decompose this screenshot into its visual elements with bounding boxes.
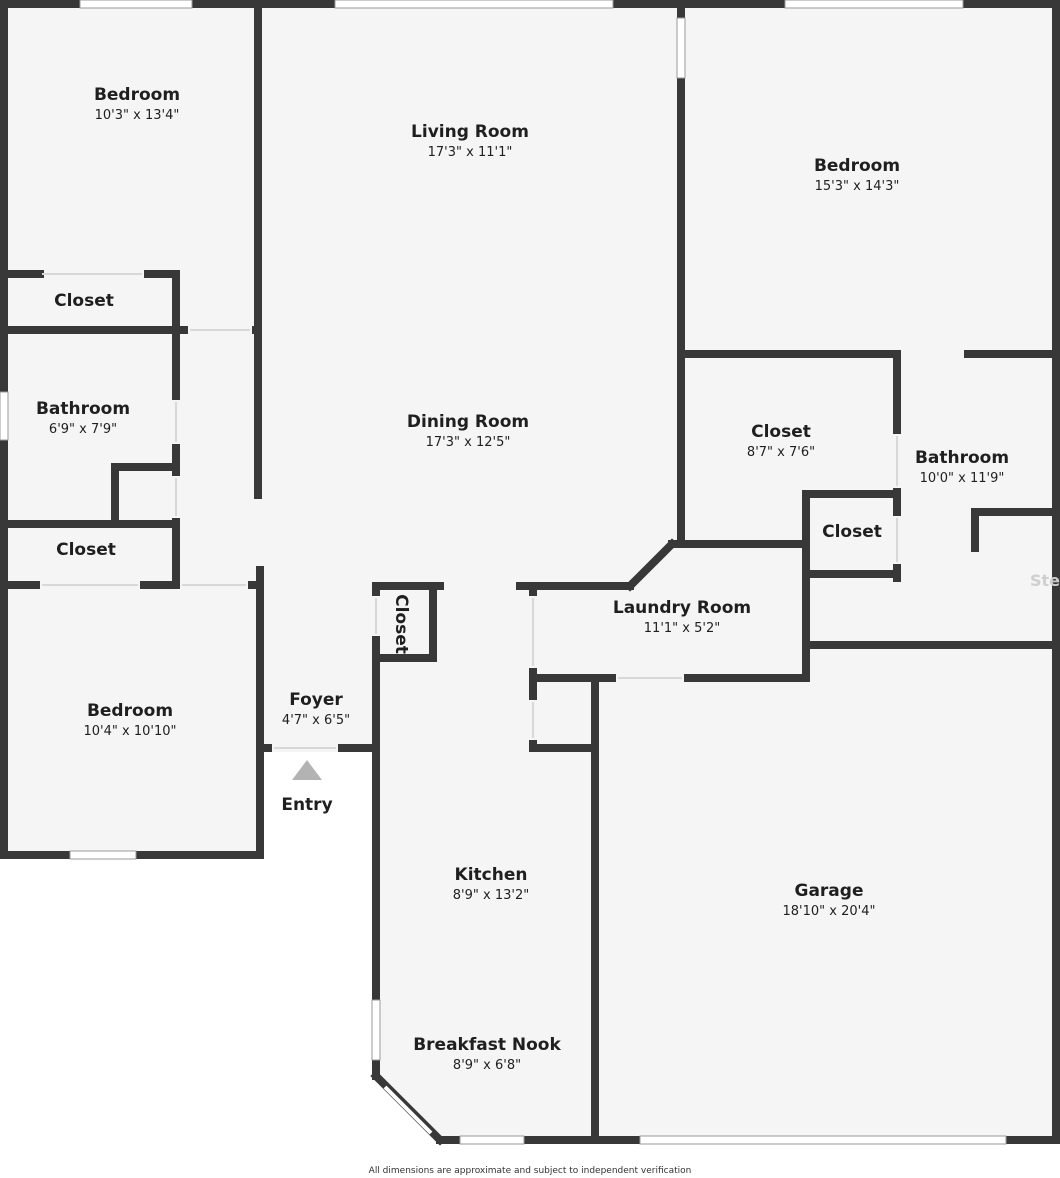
window	[371, 999, 381, 1061]
room-name: Closet	[56, 540, 116, 560]
room-labels: Bedroom 10'3" x 13'4" Closet Bathroom 6'…	[36, 85, 1009, 1073]
windows	[0, 0, 1007, 1145]
window	[639, 1135, 1007, 1145]
window	[459, 1135, 525, 1145]
entry-arrow-icon	[292, 760, 322, 780]
room-dims: 17'3" x 11'1"	[428, 145, 513, 160]
room-name: Living Room	[411, 122, 529, 142]
room-name: Kitchen	[455, 865, 528, 885]
window	[676, 17, 686, 79]
window	[334, 0, 614, 9]
disclaimer-footer: All dimensions are approximate and subje…	[368, 1166, 692, 1176]
room-dims: 6'9" x 7'9"	[49, 422, 117, 437]
floor-area	[4, 4, 1056, 1140]
room-name: Garage	[795, 881, 864, 901]
room-name: Closet	[54, 291, 114, 311]
room-dims: 17'3" x 12'5"	[426, 435, 511, 450]
room-dims: 18'10" x 20'4"	[783, 904, 876, 919]
room-dims: 8'7" x 7'6"	[747, 445, 815, 460]
watermark: StellarM	[1030, 571, 1060, 590]
room-name: Bedroom	[814, 156, 900, 176]
room-dims: 15'3" x 14'3"	[815, 179, 900, 194]
room-dims: 10'4" x 10'10"	[84, 724, 177, 739]
room-dims: 10'0" x 11'9"	[920, 471, 1005, 486]
room-name: Foyer	[289, 690, 343, 710]
room-dims: 4'7" x 6'5"	[282, 713, 350, 728]
room-name: Bathroom	[36, 399, 130, 419]
room-name: Bedroom	[87, 701, 173, 721]
room-name: Breakfast Nook	[413, 1035, 561, 1055]
window	[69, 850, 137, 860]
room-name: Laundry Room	[613, 598, 751, 618]
door-openings	[40, 270, 901, 752]
room-name: Closet	[391, 594, 411, 654]
room-name: Closet	[822, 522, 882, 542]
room-dims: 11'1" x 5'2"	[644, 621, 720, 636]
room-dims: 8'9" x 13'2"	[453, 888, 529, 903]
room-name: Bedroom	[94, 85, 180, 105]
window	[784, 0, 964, 9]
window	[383, 1085, 433, 1135]
window	[79, 0, 193, 9]
room-name: Bathroom	[915, 448, 1009, 468]
window	[0, 391, 9, 441]
room-dims: 10'3" x 13'4"	[95, 108, 180, 123]
entry-label: Entry	[281, 795, 332, 815]
room-name: Dining Room	[407, 412, 529, 432]
room-dims: 8'9" x 6'8"	[453, 1058, 521, 1073]
room-name: Closet	[751, 422, 811, 442]
